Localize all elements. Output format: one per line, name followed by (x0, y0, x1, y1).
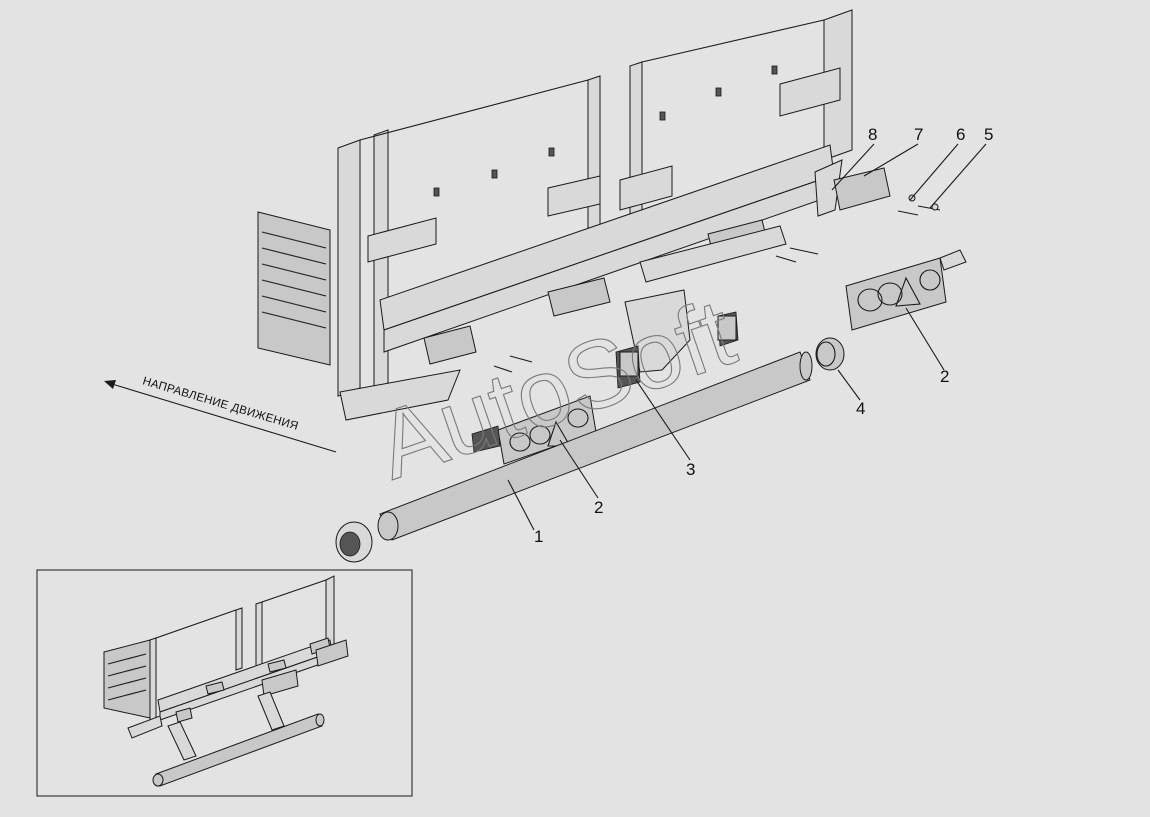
plug-part-2 (717, 315, 737, 341)
bolt-5-head (931, 203, 939, 211)
ring-4 (815, 337, 845, 371)
callout-6: 6 (956, 125, 965, 144)
direction-arrow (104, 380, 337, 453)
inset-overview (36, 569, 413, 797)
tail-light-left (471, 395, 597, 465)
leader-lines (507, 143, 987, 531)
callout-3: 3 (686, 460, 695, 479)
direction-label: НАПРАВЛЕНИЕ ДВИЖЕНИЯ (141, 375, 300, 432)
plug-part (619, 351, 639, 377)
callout-5: 5 (984, 125, 993, 144)
end-cap (335, 521, 373, 563)
bumper-tube (377, 351, 813, 541)
callout-4: 4 (856, 399, 865, 418)
callout-2-right: 2 (940, 367, 949, 386)
tail-light-right (845, 249, 967, 331)
callout-1: 1 (534, 527, 543, 546)
callout-8: 8 (868, 125, 877, 144)
callout-2-left: 2 (594, 498, 603, 517)
side-panel (257, 211, 331, 366)
rear-beam (339, 144, 843, 421)
callout-7: 7 (914, 125, 923, 144)
